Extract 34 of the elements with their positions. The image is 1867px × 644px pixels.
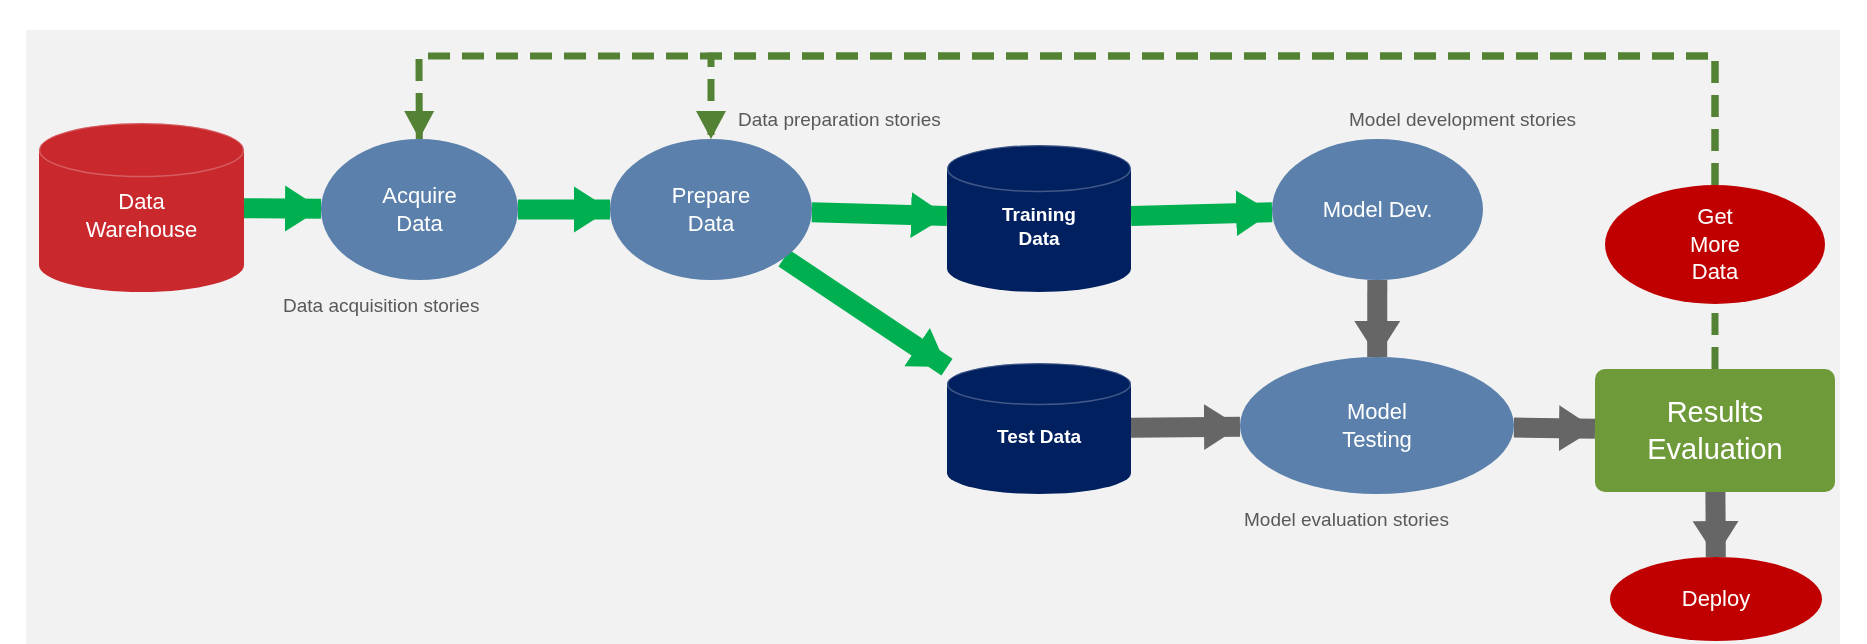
annotation-text: Model evaluation stories [1244,508,1449,532]
process-ellipse [1610,557,1822,641]
arrow [778,249,953,376]
arrow [696,52,1719,185]
arrow [1692,491,1739,558]
annotation-text: Data acquisition stories [283,294,480,318]
arrow [811,192,948,238]
node-text: Data Warehouse [84,188,199,243]
node-text: Deploy [1681,585,1751,613]
node-text: Get More Data [1688,203,1742,286]
process-box [1595,369,1835,492]
arrow [1354,280,1401,357]
database-cylinder [947,363,1131,494]
process-ellipse [321,139,518,280]
annotation-text: Data preparation stories [738,108,941,132]
node-text: Training Data [1001,202,1077,251]
node-text: Results Evaluation [1646,395,1784,467]
arrow [1513,405,1596,452]
arrow [1130,404,1241,451]
process-ellipse [1240,357,1514,494]
annotation-text: Model development stories [1349,108,1577,132]
node-text: Prepare Data [670,182,752,237]
node-text: Acquire Data [381,182,458,237]
arrow [518,186,610,233]
process-ellipse [1272,139,1483,280]
arrow [1130,190,1273,237]
database-cylinder [947,145,1131,292]
node-text: Model Dev. [1322,195,1433,224]
node-text: Model Testing [1341,398,1413,453]
process-ellipse [610,139,812,280]
arrow [243,185,322,232]
node-text: Test Data [996,424,1082,449]
process-ellipse [1605,185,1825,304]
database-cylinder [39,123,244,292]
